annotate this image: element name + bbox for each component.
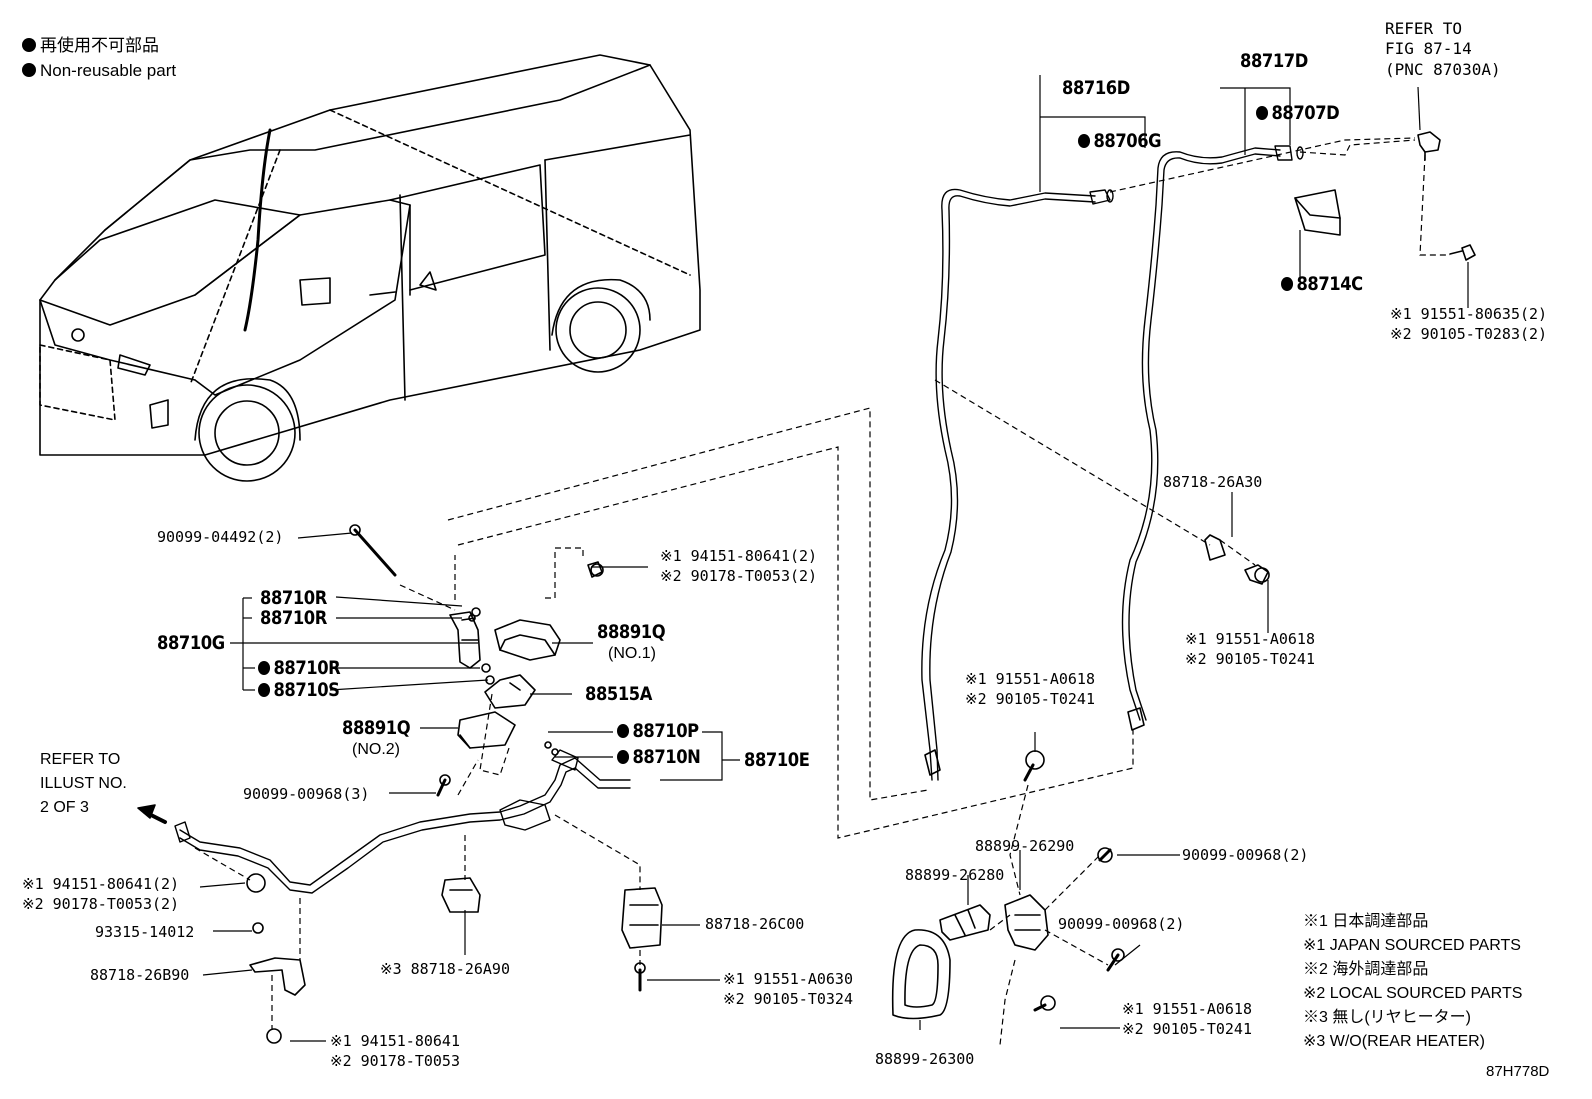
label-88718-26C00: 88718-26C00: [705, 915, 805, 933]
label-91551-80635: ※1 91551-80635(2): [1390, 305, 1548, 323]
label-88710R-a: 88710R: [260, 587, 327, 609]
label-88707D: 88707D: [1256, 102, 1340, 124]
pipe-88716D: [921, 188, 1114, 781]
legend-line-jp: 再使用不可部品: [22, 37, 159, 55]
label-88899-26300: 88899-26300: [875, 1050, 975, 1068]
label-94151-80641-left: ※1 94151-80641(2): [22, 875, 180, 893]
van-illustration: [39, 54, 701, 482]
label-91551-A0618-mid: ※1 91551-A0618: [965, 670, 1095, 688]
note-2-jp: ※2 海外調達部品: [1303, 961, 1429, 978]
label-88716D: 88716D: [1062, 77, 1130, 99]
non-reusable-icon: [1256, 106, 1269, 120]
label-88899-26290: 88899-26290: [975, 837, 1075, 855]
bullet-icon: [22, 38, 36, 52]
non-reusable-icon: [258, 683, 271, 697]
bracket-26B90: [249, 957, 306, 996]
bolt-04492: [353, 528, 397, 577]
part-26280: [939, 904, 991, 941]
pipe-88717D: [1121, 145, 1304, 721]
refer-illust-line1: REFER TO: [40, 751, 121, 768]
part-88891Q-1: [494, 619, 561, 661]
label-90105-T0283: ※2 90105-T0283(2): [1390, 325, 1548, 343]
label-90099-00968-2a: 90099-00968(2): [1182, 846, 1309, 864]
label-88718-26A90: ※3 88718-26A90: [380, 960, 510, 978]
label-88710E: 88710E: [744, 749, 810, 771]
label-88710G: 88710G: [157, 632, 225, 654]
non-reusable-icon: [258, 661, 271, 675]
label-90105-T0241-mid: ※2 90105-T0241: [965, 690, 1095, 708]
legend-line-en: Non-reusable part: [22, 62, 176, 80]
label-91551-A0618-bottom: ※1 91551-A0618: [1122, 1000, 1252, 1018]
label-93315-14012: 93315-14012: [95, 923, 195, 941]
bullet-icon: [22, 63, 36, 77]
label-90099-00968-3: 90099-00968(3): [243, 785, 370, 803]
label-90178-T0053-bottom: ※2 90178-T0053: [330, 1052, 460, 1070]
label-88714C: 88714C: [1281, 273, 1363, 295]
part-88515A: [484, 674, 536, 709]
refer-illust-line2: ILLUST NO.: [40, 775, 127, 792]
refer-fig-line1: REFER TO: [1385, 19, 1463, 38]
fittings-88710G: [449, 607, 495, 685]
label-88891Q-2-sub: (NO.2): [352, 741, 400, 758]
label-88710N: 88710N: [617, 746, 701, 768]
label-90105-T0324: ※2 90105-T0324: [723, 990, 853, 1008]
refer-illust-line3: 2 OF 3: [40, 799, 89, 816]
part-26300: [891, 929, 951, 1020]
label-88710R-b: 88710R: [260, 607, 327, 629]
label-88710S: 88710S: [258, 679, 340, 701]
refer-fig-line2: FIG 87-14: [1385, 39, 1472, 58]
label-91551-A0618-right: ※1 91551-A0618: [1185, 630, 1315, 648]
label-88718-26B90: 88718-26B90: [90, 966, 190, 984]
label-88706G: 88706G: [1078, 130, 1162, 152]
note-1-en: ※1 JAPAN SOURCED PARTS: [1303, 937, 1521, 954]
figure-code: 87H778D: [1486, 1063, 1550, 1080]
note-3-en: ※3 W/O(REAR HEATER): [1303, 1033, 1486, 1050]
label-90099-04492: 90099-04492(2): [157, 528, 284, 546]
pipe-88710E: [174, 749, 631, 894]
part-26A90: [441, 877, 481, 913]
non-reusable-icon: [617, 750, 630, 764]
pipe-ends: [924, 707, 1145, 776]
clip-26A30: [1204, 534, 1226, 561]
part-88891Q-2: [457, 711, 516, 749]
label-90178-T0053-left: ※2 90178-T0053(2): [22, 895, 180, 913]
label-88891Q-1-sub: (NO.1): [608, 645, 656, 662]
non-reusable-icon: [1281, 277, 1294, 291]
label-88515A: 88515A: [585, 683, 652, 705]
part-26C00: [621, 887, 663, 949]
note-2-en: ※2 LOCAL SOURCED PARTS: [1303, 985, 1523, 1002]
label-90105-T0241-bottom: ※2 90105-T0241: [1122, 1020, 1252, 1038]
label-88891Q-1: 88891Q: [597, 621, 666, 643]
label-90105-T0241-right: ※2 90105-T0241: [1185, 650, 1315, 668]
non-reusable-icon: [1078, 134, 1091, 148]
block-88714C: [1294, 189, 1341, 236]
label-88710R-c: 88710R: [258, 657, 341, 679]
label-94151-80641-top: ※1 94151-80641(2): [660, 547, 818, 565]
note-3-jp: ※3 無し(リヤヒーター): [1303, 1009, 1472, 1026]
label-94151-80641-bottom: ※1 94151-80641: [330, 1032, 460, 1050]
label-88710P: 88710P: [617, 720, 699, 742]
non-reusable-icon: [617, 724, 630, 738]
part-26290: [1004, 894, 1049, 951]
label-88718-26A30: 88718-26A30: [1163, 473, 1263, 491]
label-91551-A0630: ※1 91551-A0630: [723, 970, 853, 988]
label-88899-26280: 88899-26280: [905, 866, 1005, 884]
refer-fig-line3: (PNC 87030A): [1385, 60, 1501, 79]
note-1-jp: ※1 日本調達部品: [1303, 913, 1429, 930]
legend-text-en: Non-reusable part: [40, 61, 177, 80]
bracket-top-right: [1417, 131, 1476, 261]
label-88717D: 88717D: [1240, 50, 1308, 72]
label-90178-T0053-top: ※2 90178-T0053(2): [660, 567, 818, 585]
label-90099-00968-2b: 90099-00968(2): [1058, 915, 1185, 933]
legend-text-jp: 再使用不可部品: [40, 36, 159, 55]
label-88891Q-2: 88891Q: [342, 717, 411, 739]
